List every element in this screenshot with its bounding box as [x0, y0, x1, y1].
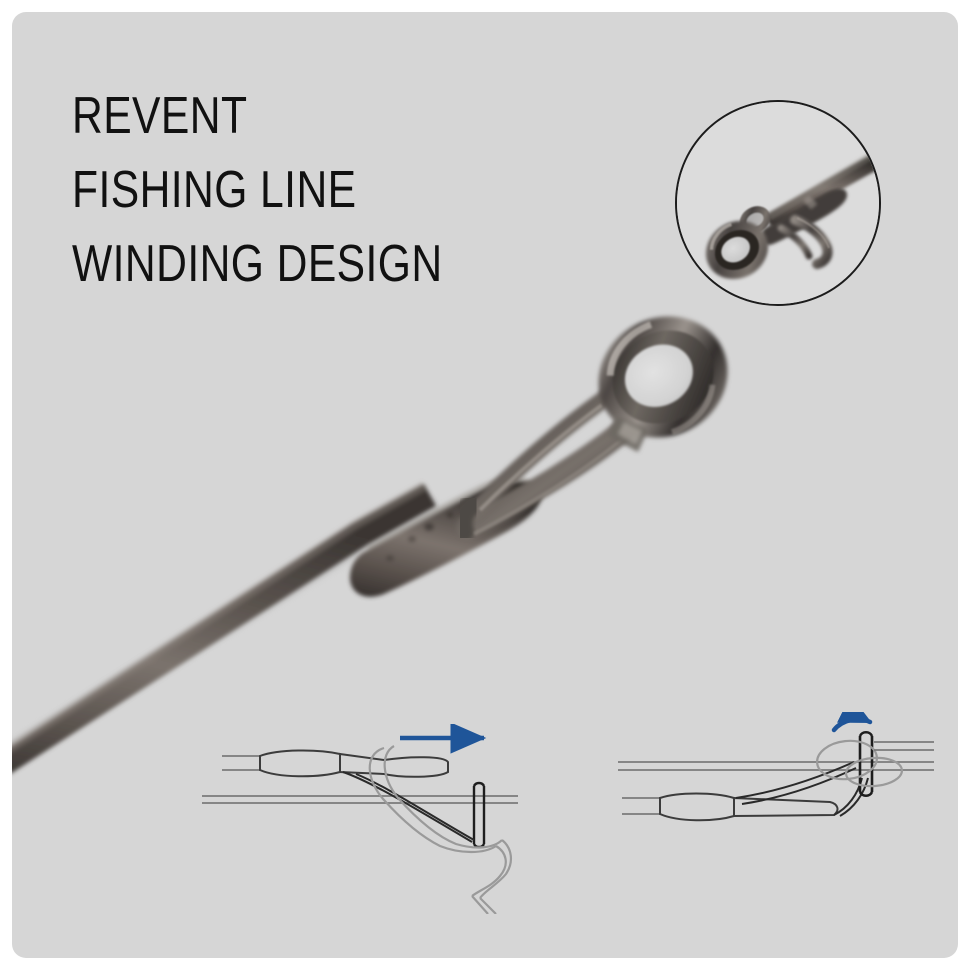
line-winding-step-1-diagram	[188, 724, 518, 914]
inner-loop-dark	[342, 771, 475, 843]
fishing-line-left	[222, 755, 260, 771]
rotation-direction-arrow	[831, 712, 873, 733]
line-winding-step-2-diagram	[604, 712, 934, 892]
line-right-exit	[874, 741, 934, 751]
guide-post	[858, 730, 874, 798]
rod-blank	[12, 482, 436, 773]
rod-shaft-lines	[202, 795, 518, 804]
line-sleeve-2	[733, 796, 839, 818]
hero-rod-photo	[12, 12, 958, 958]
line-loop-grey	[815, 739, 904, 788]
guide-ring-tab	[608, 416, 648, 452]
inset-guide-frame	[777, 215, 833, 269]
inset-tip-ring	[705, 220, 769, 280]
rod-tip-closeup-inset	[675, 100, 881, 306]
line-loop-grey	[368, 745, 512, 899]
rod-shaft-lines	[618, 761, 934, 771]
guide-ring	[598, 316, 728, 438]
line-sleeve-1	[659, 792, 735, 822]
product-card: REVENT FISHING LINE WINDING DESIGN	[12, 12, 958, 958]
inset-rod-blank	[763, 148, 879, 228]
line-sleeve-2	[339, 752, 449, 778]
fishing-line-left	[622, 797, 660, 815]
guide-post	[472, 781, 486, 849]
line-sleeve-1	[259, 749, 341, 778]
line-tail	[471, 895, 497, 914]
